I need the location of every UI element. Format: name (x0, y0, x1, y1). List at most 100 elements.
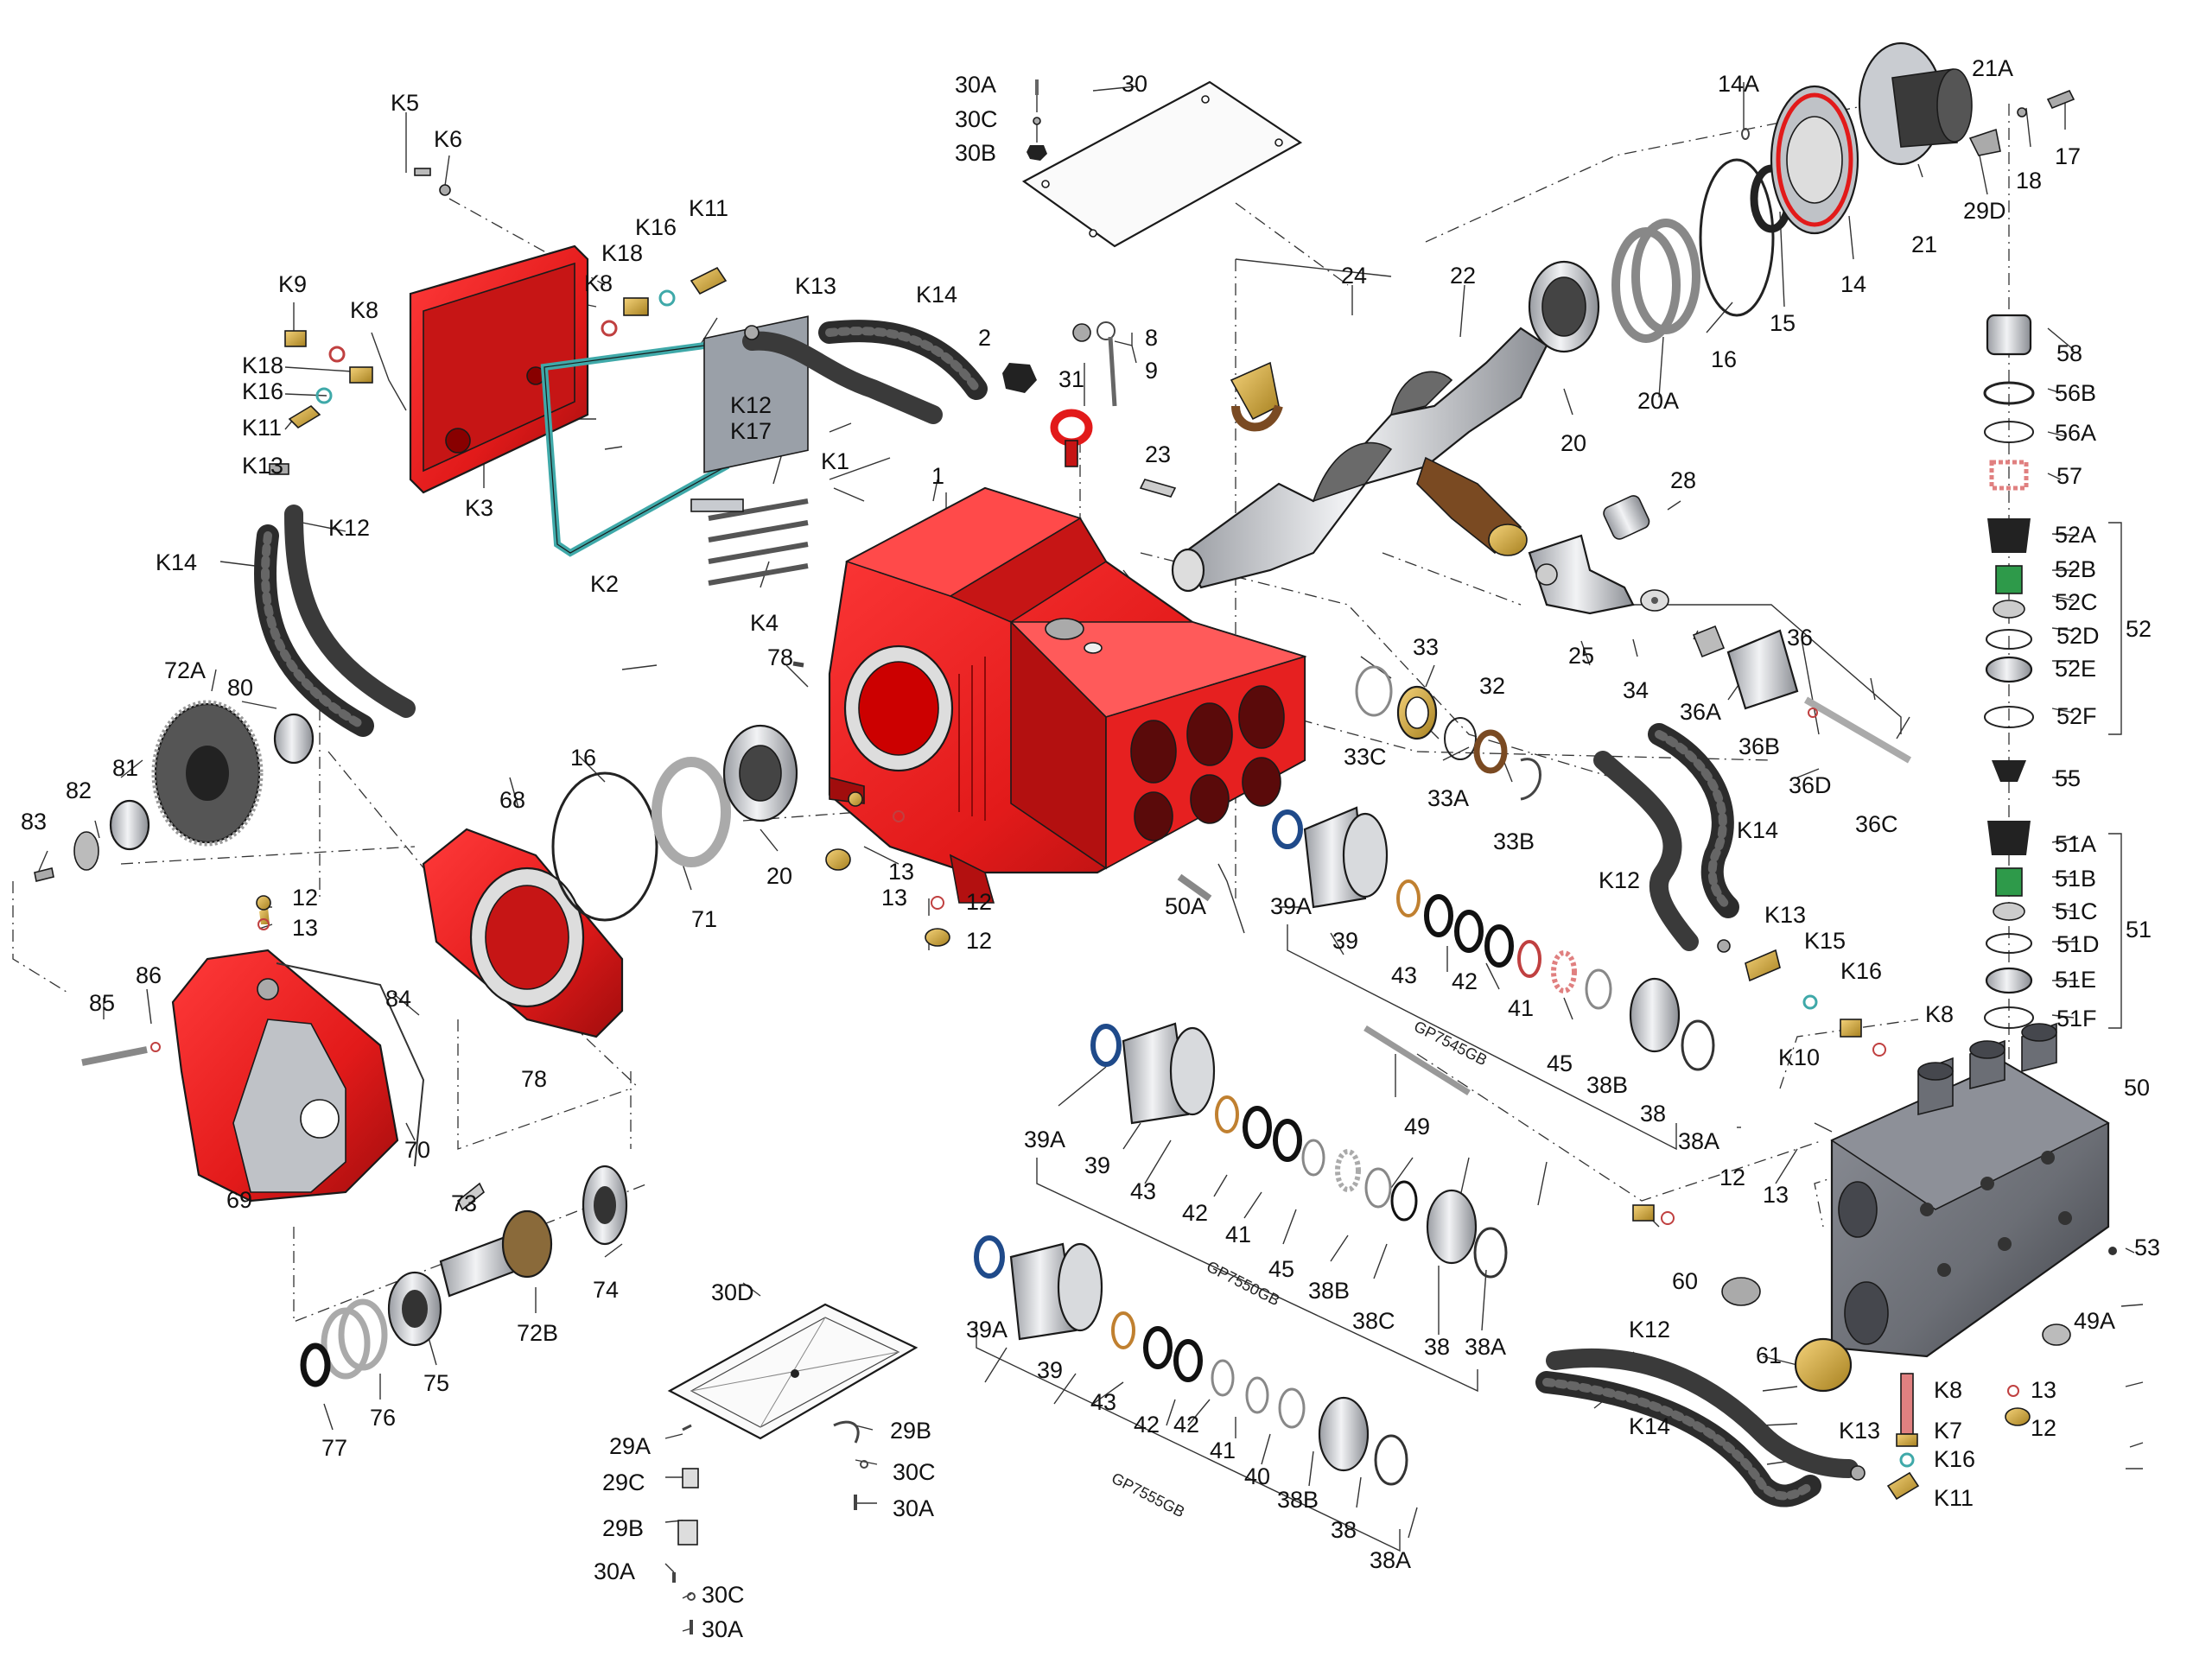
part-label: 16 (570, 745, 596, 771)
part-label: K16 (1840, 958, 1882, 984)
part-label: 29D (1963, 198, 2006, 224)
gearbox-housing-68 (422, 828, 624, 1038)
part-label: 39A (1024, 1127, 1065, 1152)
part-label: 39A (966, 1317, 1007, 1342)
part-label: 17 (2055, 143, 2081, 169)
part-label: K17 (730, 418, 772, 444)
part-label: 29C (602, 1469, 645, 1495)
part-label: 70 (404, 1137, 430, 1163)
part-label: 51B (2055, 866, 2096, 892)
part-label: 20 (766, 863, 792, 889)
part-label: 38C (1352, 1308, 1395, 1334)
part-label: 36 (1787, 625, 1813, 651)
part-label: 53 (2134, 1235, 2160, 1260)
part-label: 60 (1672, 1268, 1698, 1294)
part-label: 49A (2074, 1308, 2115, 1334)
part-label: 75 (423, 1370, 449, 1396)
part-label: 38A (1465, 1334, 1506, 1360)
part-label: 38B (1277, 1487, 1319, 1513)
part-label: 39A (1270, 893, 1312, 919)
part-label: 50 (2124, 1075, 2150, 1101)
part-label: 30A (702, 1616, 743, 1642)
part-label: 80 (227, 675, 253, 701)
part-label: 84 (385, 986, 411, 1012)
part-label: 55 (2055, 765, 2081, 791)
part-label: 51F (2056, 1006, 2097, 1031)
part-label: K3 (465, 495, 493, 521)
part-label: 50A (1165, 893, 1206, 919)
part-label: 57 (2056, 463, 2082, 489)
part-label: 30D (711, 1279, 754, 1305)
part-label: K2 (590, 571, 619, 597)
part-label: 30C (955, 106, 998, 132)
part-label: 23 (1145, 441, 1171, 467)
part-label: K10 (1778, 1044, 1820, 1070)
part-label: 86 (136, 962, 162, 988)
part-label: 12 (966, 889, 992, 915)
part-label: 38 (1331, 1517, 1357, 1543)
part-label: 56A (2055, 420, 2096, 446)
seal-group-33 (1355, 665, 1541, 801)
part-label: K6 (434, 126, 462, 152)
part-label: 45 (1268, 1256, 1294, 1282)
part-label: K8 (584, 270, 613, 296)
part-label: 13 (1763, 1182, 1789, 1208)
fittings-right (1632, 939, 2117, 1501)
part-label: 8 (1145, 325, 1158, 351)
part-label: 71 (691, 906, 717, 932)
part-label: 36A (1680, 699, 1721, 725)
part-label: 22 (1450, 263, 1476, 289)
part-label: 13 (2031, 1377, 2056, 1403)
part-label: K8 (1925, 1001, 1954, 1027)
part-label: 78 (767, 644, 793, 670)
part-label: 51E (2055, 967, 2096, 993)
oil-cooler-k1 (690, 315, 809, 586)
part-label: 30A (955, 72, 996, 98)
part-label: 38B (1586, 1072, 1628, 1098)
part-label: 69 (226, 1187, 252, 1213)
part-label: 72B (517, 1320, 558, 1346)
part-label: K4 (750, 610, 779, 636)
part-label: 76 (370, 1405, 396, 1431)
part-label: 51 (2126, 917, 2152, 943)
part-label: 33C (1344, 744, 1387, 770)
part-label: 30C (702, 1582, 745, 1608)
part-label: K16 (242, 378, 283, 404)
bearing-side-left (256, 724, 1212, 947)
part-label: K18 (242, 352, 283, 378)
part-label: 12 (292, 885, 318, 911)
part-label: 40 (1244, 1463, 1270, 1489)
part-label: 28 (1670, 467, 1696, 493)
part-label: 20 (1560, 430, 1586, 456)
part-label: 38B (1308, 1278, 1350, 1304)
part-label: K14 (156, 549, 197, 575)
cover-plate-30 (1021, 79, 1303, 248)
part-label: K12 (1629, 1317, 1670, 1342)
part-label: 85 (89, 990, 115, 1016)
piston-assembly (1528, 534, 1912, 764)
crankshaft-22 (1171, 327, 1548, 593)
part-label: 36B (1738, 733, 1780, 759)
part-label: K9 (278, 271, 307, 297)
part-label: 33 (1413, 634, 1439, 660)
part-label: K14 (1737, 817, 1778, 843)
part-label: 29B (602, 1515, 644, 1541)
part-label: K16 (1934, 1446, 1975, 1472)
parts-top-center (792, 321, 1177, 668)
part-label: 38 (1640, 1101, 1666, 1127)
valve-stack (1983, 314, 2035, 1029)
model-code-gp7555: GP7555GB (1109, 1469, 1187, 1521)
part-label: 39 (1084, 1152, 1110, 1178)
part-label: 33B (1493, 828, 1535, 854)
part-label: 30 (1122, 71, 1147, 97)
part-label: 38 (1424, 1334, 1450, 1360)
part-label: 68 (499, 787, 525, 813)
part-label: 42 (1173, 1412, 1199, 1438)
part-label: 56B (2055, 380, 2096, 406)
gear-72a (34, 700, 315, 1066)
part-label: K14 (1629, 1413, 1670, 1439)
manifold-50 (1830, 1022, 2110, 1358)
part-label: 51D (2056, 931, 2100, 957)
part-label: 52F (2056, 703, 2097, 729)
